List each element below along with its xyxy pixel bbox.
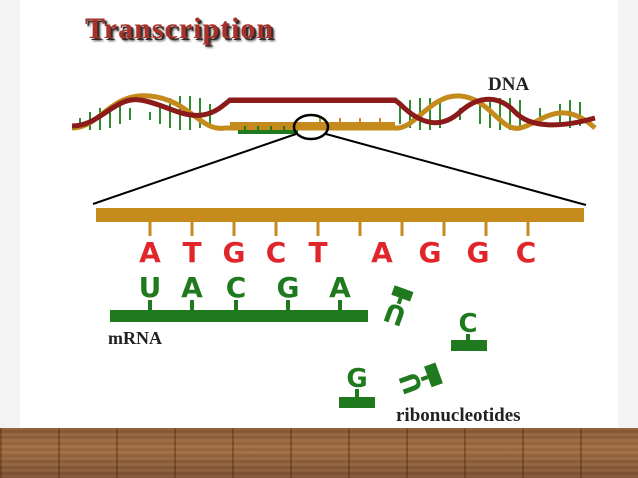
dna-label: DNA (488, 74, 530, 95)
mrna-base: A (329, 271, 351, 304)
zoom-circle (292, 113, 330, 141)
template-strand (96, 208, 584, 222)
mrna-label: mRNA (108, 328, 162, 348)
slide-title: Transcription (85, 12, 275, 45)
free-nucleotide-u2: U (394, 362, 443, 398)
template-base: C (516, 236, 537, 269)
mrna-base: G (277, 271, 300, 304)
template-base: G (467, 236, 490, 269)
right-margin (618, 0, 638, 430)
svg-text:C: C (458, 309, 477, 339)
mrna-base: A (181, 271, 203, 304)
free-nucleotide-c: C (451, 309, 487, 351)
zoom-line-left (92, 133, 297, 205)
template-base: A (371, 236, 393, 269)
svg-text:G: G (346, 364, 367, 394)
template-base: G (223, 236, 246, 269)
dna-helix (71, 93, 597, 134)
template-base: T (308, 236, 327, 269)
template-strand-ticks (148, 222, 530, 236)
mrna-bases: U A C G A (139, 271, 352, 304)
left-margin (0, 0, 20, 430)
mrna-strand (110, 310, 368, 322)
template-base: A (139, 236, 161, 269)
template-base: T (182, 236, 201, 269)
template-bases: A T G C T A G G C (139, 236, 536, 269)
zoom-line-right (325, 133, 587, 206)
wooden-floor (0, 428, 638, 478)
svg-text:U: U (380, 295, 410, 330)
free-nucleotide-u1: U (380, 285, 414, 331)
svg-text:U: U (394, 368, 429, 398)
mrna-base: C (226, 271, 247, 304)
template-base: G (419, 236, 442, 269)
ribonucleotides-label: ribonucleotides (396, 405, 521, 426)
free-nucleotide-g: G (339, 364, 375, 408)
template-base: C (266, 236, 287, 269)
mrna-base: U (139, 271, 162, 304)
